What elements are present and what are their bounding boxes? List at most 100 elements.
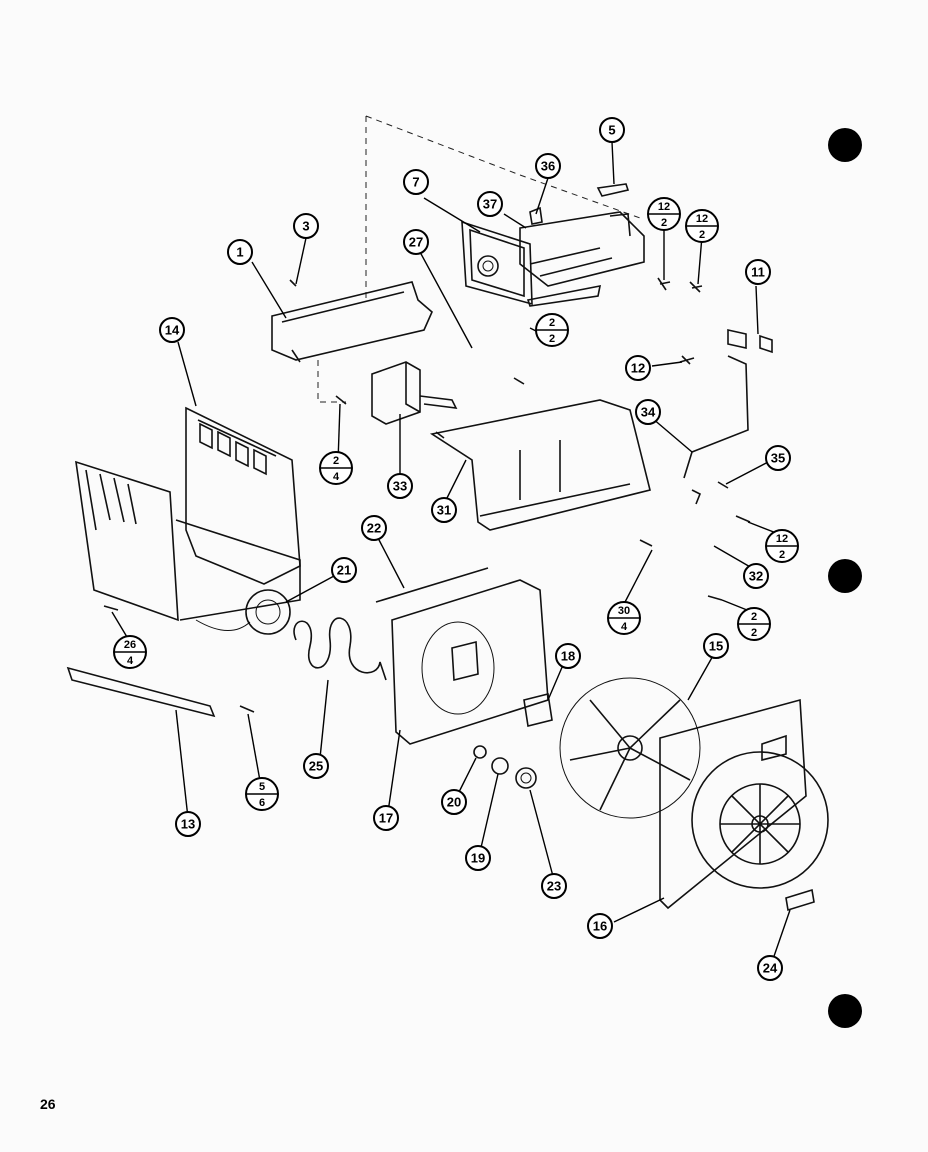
callout-c12: 12	[625, 355, 651, 381]
svg-text:12: 12	[658, 201, 670, 213]
binder-hole-middle	[828, 559, 862, 593]
callout-c14: 14	[159, 317, 185, 343]
fraction-callout-12-2-c: 12 2	[765, 529, 799, 563]
svg-text:3: 3	[302, 219, 309, 234]
svg-text:4: 4	[333, 471, 340, 483]
svg-text:2: 2	[751, 627, 757, 639]
fraction-callout-2-2-a: 2 2	[535, 313, 569, 347]
parts-artwork	[66, 115, 829, 912]
svg-text:2: 2	[333, 455, 339, 467]
svg-text:27: 27	[409, 235, 423, 250]
callout-c37: 37	[477, 191, 503, 217]
leader-lines	[111, 141, 791, 963]
fraction-callout-2-2-b: 2 2	[737, 607, 771, 641]
svg-text:19: 19	[471, 851, 485, 866]
callout-c3: 3	[293, 213, 319, 239]
callout-c17: 17	[373, 805, 399, 831]
fraction-callout-12-2-a: 12 2	[647, 197, 681, 231]
svg-text:12: 12	[776, 533, 788, 545]
fraction-callout-26-4: 26 4	[113, 635, 147, 669]
part-21-fan	[245, 589, 291, 635]
part-37-tray	[519, 211, 645, 287]
svg-text:2: 2	[751, 611, 757, 623]
svg-text:36: 36	[541, 159, 555, 174]
svg-text:31: 31	[437, 503, 451, 518]
fraction-callout-2-4: 2 4	[319, 451, 353, 485]
callout-c35: 35	[765, 445, 791, 471]
callout-c21: 21	[331, 557, 357, 583]
svg-text:4: 4	[621, 621, 628, 633]
svg-text:37: 37	[483, 197, 497, 212]
svg-text:30: 30	[618, 605, 630, 617]
callout-c25: 25	[303, 753, 329, 779]
callout-c31: 31	[431, 497, 457, 523]
fraction-callout-5-6: 5 6	[245, 777, 279, 811]
part-13-strip	[66, 666, 216, 718]
svg-text:2: 2	[549, 333, 555, 345]
svg-text:22: 22	[367, 521, 381, 536]
binder-hole-top	[828, 128, 862, 162]
part-15-fan-blade	[559, 677, 701, 819]
callout-c11: 11	[745, 259, 771, 285]
part-7-control-housing	[461, 220, 533, 306]
binder-hole-bottom	[828, 994, 862, 1028]
callout-c32: 32	[743, 563, 769, 589]
svg-text:5: 5	[608, 123, 615, 138]
svg-text:26: 26	[124, 639, 136, 651]
fraction-callout-12-2-b: 12 2	[685, 209, 719, 243]
part-panel-left	[75, 460, 179, 622]
svg-text:33: 33	[393, 479, 407, 494]
callout-c15: 15	[703, 633, 729, 659]
svg-text:1: 1	[236, 245, 243, 260]
part-25-spring	[293, 617, 387, 681]
svg-text:6: 6	[259, 797, 265, 809]
callout-c5: 5	[599, 117, 625, 143]
part-22-rod	[375, 567, 489, 603]
svg-text:16: 16	[593, 919, 607, 934]
callout-c33: 33	[387, 473, 413, 499]
part-33-motor	[371, 361, 421, 425]
svg-text:2: 2	[779, 549, 785, 561]
part-1-bracket	[271, 281, 433, 363]
part-31-frame	[429, 399, 651, 531]
callout-c16: 16	[587, 913, 613, 939]
svg-text:34: 34	[641, 405, 656, 420]
callout-c20: 20	[441, 789, 467, 815]
svg-text:32: 32	[749, 569, 763, 584]
svg-text:25: 25	[309, 759, 323, 774]
callout-c13: 13	[175, 811, 201, 837]
svg-text:4: 4	[127, 655, 134, 667]
svg-text:7: 7	[412, 175, 419, 190]
svg-text:23: 23	[547, 879, 561, 894]
svg-text:17: 17	[379, 811, 393, 826]
svg-text:14: 14	[165, 323, 180, 338]
svg-text:15: 15	[709, 639, 723, 654]
callout-c22: 22	[361, 515, 387, 541]
svg-text:18: 18	[561, 649, 575, 664]
svg-text:20: 20	[447, 795, 461, 810]
svg-text:12: 12	[696, 213, 708, 225]
callout-c24: 24	[757, 955, 783, 981]
page-number: 26	[40, 1096, 56, 1112]
callout-c1: 1	[227, 239, 253, 265]
part-17-housing	[391, 579, 549, 745]
svg-text:24: 24	[763, 961, 778, 976]
callout-c27: 27	[403, 229, 429, 255]
part-16-shroud	[659, 698, 829, 910]
svg-text:11: 11	[751, 265, 765, 280]
svg-text:13: 13	[181, 817, 195, 832]
fraction-callout-30-4: 30 4	[607, 601, 641, 635]
svg-text:2: 2	[549, 317, 555, 329]
svg-text:21: 21	[337, 563, 351, 578]
svg-text:12: 12	[631, 361, 645, 376]
svg-text:2: 2	[699, 229, 705, 241]
callout-c23: 23	[541, 873, 567, 899]
callout-c18: 18	[555, 643, 581, 669]
svg-text:35: 35	[771, 451, 785, 466]
callout-c36: 36	[535, 153, 561, 179]
callout-c34: 34	[635, 399, 661, 425]
part-14-cover	[185, 406, 301, 585]
callout-c7: 7	[403, 169, 429, 195]
